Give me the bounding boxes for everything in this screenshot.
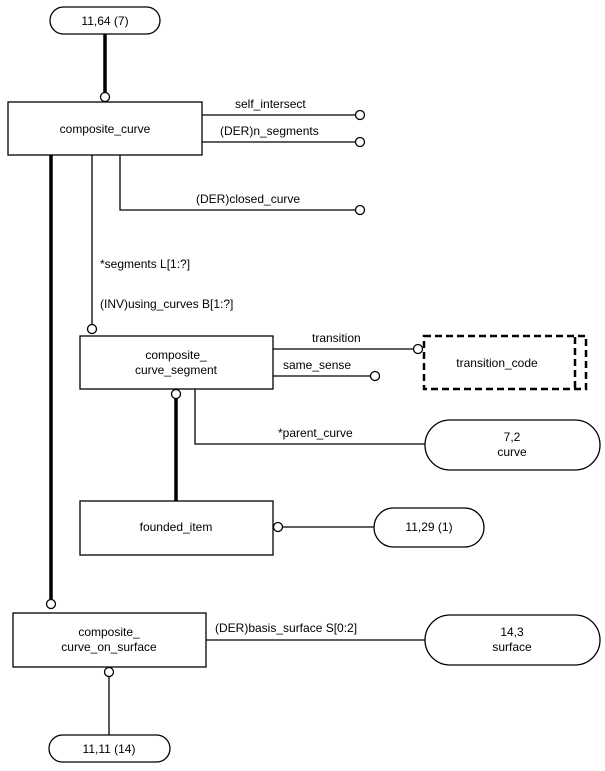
relationship-circle [412, 343, 424, 355]
entity-label: composite_curve [60, 122, 151, 136]
entity-label: founded_item [140, 520, 213, 534]
relationship-circle [369, 370, 381, 382]
reference-label-line2: curve [497, 445, 527, 459]
entity-label-line2: curve_segment [135, 363, 218, 377]
reference-label: 11,29 (1) [405, 520, 452, 534]
attribute-label-closed-curve: (DER)closed_curve [196, 192, 300, 206]
type-label: transition_code [456, 356, 538, 370]
relationship-circle [170, 388, 182, 400]
attribute-label-basis-surface: (DER)basis_surface S[0:2] [215, 621, 357, 635]
attribute-label-segments: *segments L[1:?] [100, 257, 190, 271]
relationship-circle [86, 323, 98, 335]
attribute-label-using-curves: (INV)using_curves B[1:?] [100, 297, 233, 311]
reference-7-2[interactable]: 7,2 curve [424, 419, 601, 471]
relationship-circle [354, 136, 366, 148]
attribute-line-parent-curve [194, 389, 425, 445]
type-transition-code[interactable]: transition_code [422, 334, 588, 391]
attribute-label-transition: transition [312, 331, 361, 345]
entity-founded-item[interactable]: founded_item [79, 500, 274, 556]
relationship-circle [272, 521, 284, 533]
entity-composite-curve-segment[interactable]: composite_ curve_segment [79, 335, 274, 390]
reference-label: 11,64 (7) [81, 14, 128, 28]
reference-11-64[interactable]: 11,64 (7) [49, 6, 161, 35]
reference-11-11[interactable]: 11,11 (14) [48, 734, 171, 763]
entity-label-line1: composite_ [78, 625, 140, 639]
relationship-circle [45, 598, 57, 610]
entity-composite-curve[interactable]: composite_curve [7, 101, 203, 156]
reference-14-3[interactable]: 14,3 surface [424, 614, 601, 666]
reference-label-line1: 7,2 [504, 430, 521, 444]
reference-11-29[interactable]: 11,29 (1) [373, 507, 485, 548]
attribute-line-closed-curve [119, 155, 356, 211]
entity-label-line2: curve_on_surface [61, 640, 157, 654]
attribute-label-n-segments: (DER)n_segments [220, 124, 319, 138]
attribute-label-parent-curve: *parent_curve [278, 426, 353, 440]
reference-label-line2: surface [492, 640, 532, 654]
attribute-label-same-sense: same_sense [283, 358, 351, 372]
entity-composite-curve-on-surface[interactable]: composite_ curve_on_surface [12, 612, 207, 668]
entity-label-line1: composite_ [145, 348, 207, 362]
relationship-circle [103, 666, 115, 678]
relationship-circle [99, 91, 111, 103]
reference-label: 11,11 (14) [83, 742, 136, 756]
attribute-label-self-intersect: self_intersect [235, 97, 306, 111]
reference-label-line1: 14,3 [500, 625, 524, 639]
relationship-circle [354, 204, 366, 216]
relationship-circle [354, 109, 366, 121]
